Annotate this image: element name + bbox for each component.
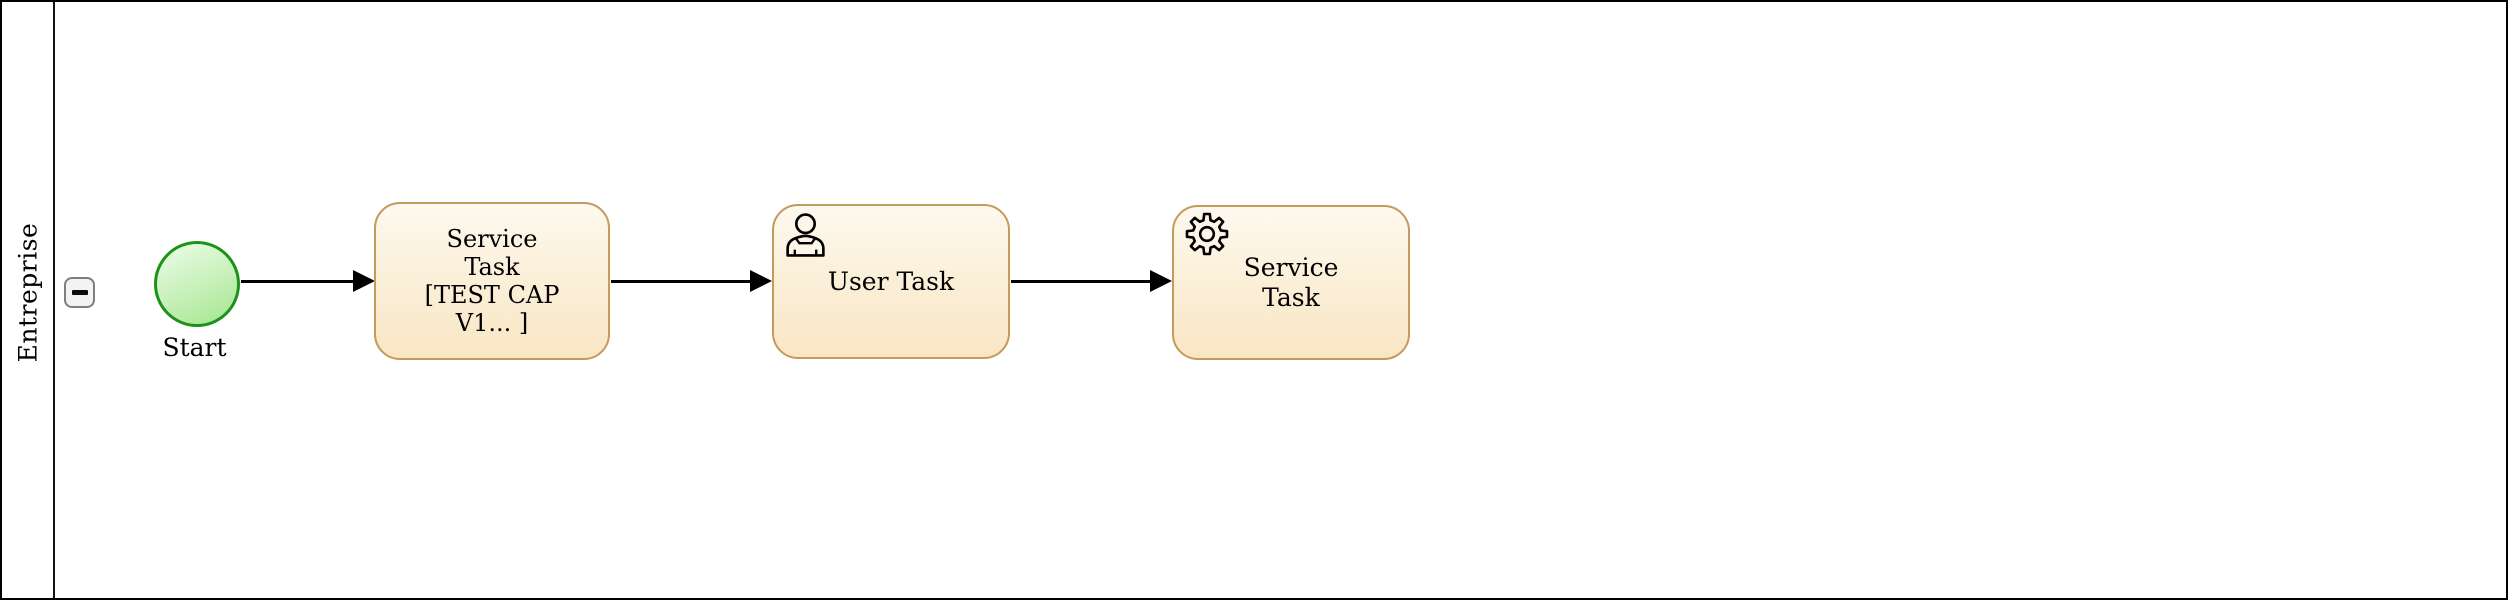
sequence-flow-3[interactable] — [1011, 280, 1151, 283]
sequence-flow-2[interactable] — [611, 280, 751, 283]
service-task-1-node[interactable]: Service Task [TEST CAP V1... ] — [374, 202, 610, 360]
task-label-line: Service — [1243, 252, 1339, 282]
arrowhead-icon — [353, 270, 375, 292]
start-event-node[interactable] — [154, 241, 240, 327]
arrowhead-icon — [1150, 270, 1172, 292]
task-label-line: Task — [464, 253, 520, 281]
service-task-1-label: Service Task [TEST CAP V1... ] — [425, 225, 560, 337]
gear-icon — [1183, 210, 1231, 258]
minus-icon — [71, 290, 88, 295]
task-label-line: Task — [1262, 282, 1320, 312]
service-task-2-node[interactable]: Service Task — [1172, 205, 1410, 360]
user-icon — [781, 210, 830, 259]
lane-label: Entreprise — [13, 222, 42, 362]
user-task-node[interactable]: User Task — [772, 204, 1010, 359]
start-event-label: Start — [162, 333, 227, 362]
lane-header-entreprise[interactable]: Entreprise — [2, 2, 55, 598]
lane-collapse-button[interactable] — [64, 277, 95, 308]
task-label-line: Service — [446, 225, 538, 253]
user-task-label: User Task — [827, 266, 955, 296]
task-label-line: V1... ] — [455, 309, 529, 337]
service-task-2-label: Service Task — [1244, 253, 1339, 313]
arrowhead-icon — [750, 270, 772, 292]
sequence-flow-1[interactable] — [241, 280, 354, 283]
task-label-line: [TEST CAP — [424, 281, 560, 309]
